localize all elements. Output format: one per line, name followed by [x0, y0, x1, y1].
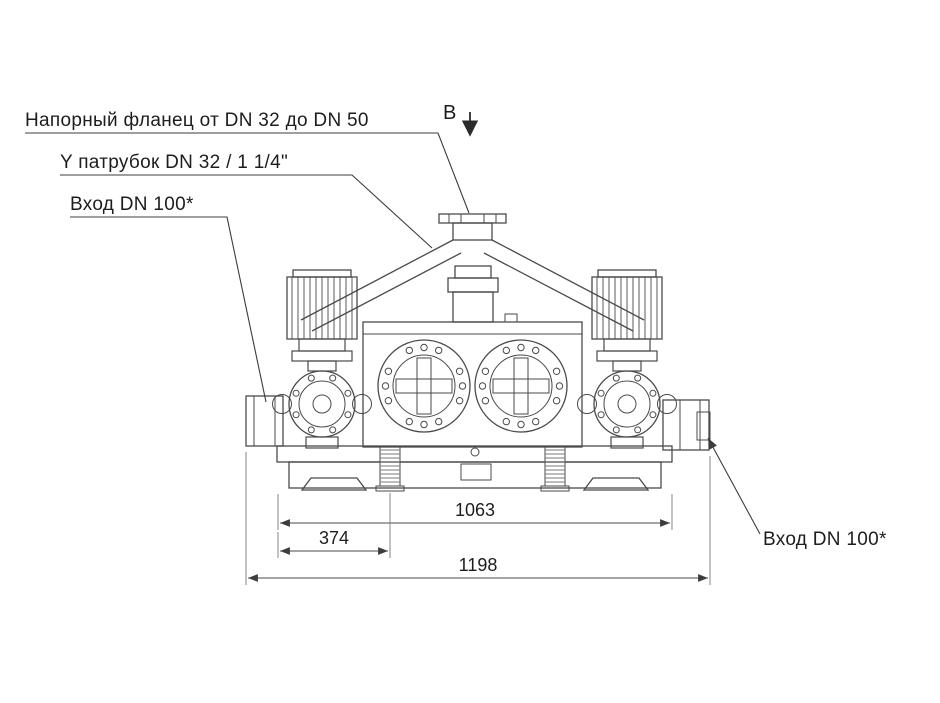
- connector-top: [454, 265, 492, 279]
- view-marker: В: [443, 102, 479, 137]
- base-lower: [288, 461, 662, 489]
- view-marker-letter: В: [443, 102, 456, 124]
- base-pad-right: [582, 477, 650, 491]
- discharge-flange: [438, 213, 507, 241]
- inlet-flange-right: [662, 399, 711, 451]
- inlet-right-stub: [696, 411, 711, 441]
- leader-inlet-left: [70, 216, 267, 403]
- base-center-bolt: [470, 447, 480, 457]
- inspection-port-right: [474, 339, 568, 433]
- threaded-foot-left-plate: [375, 485, 405, 492]
- base-center-box: [460, 463, 492, 481]
- connector-body: [452, 291, 494, 323]
- motor-pump-left: [271, 269, 373, 449]
- dimension-1063: 1063: [277, 494, 673, 530]
- inlet-left-face-lines: [253, 396, 276, 446]
- dimensions: 1063 374 1198: [245, 452, 711, 585]
- callout-inlet-left: Вход DN 100*: [70, 194, 267, 403]
- leader-discharge-flange: [25, 132, 470, 214]
- leader-y-branch: [60, 174, 433, 249]
- threaded-foot-left-hatch: [380, 449, 400, 483]
- y-pipe-right-inner: [483, 252, 634, 332]
- center-connector: [447, 265, 499, 323]
- leader-inlet-right: [707, 437, 761, 535]
- label-y-branch: Y патрубок DN 32 / 1 1/4": [60, 152, 288, 173]
- flange-neck: [452, 222, 493, 241]
- inlet-flange-left: [245, 395, 284, 447]
- tank-top-fitting: [504, 313, 518, 323]
- threaded-foot-right-hatch: [545, 449, 565, 483]
- callout-y-branch: Y патрубок DN 32 / 1 1/4": [60, 152, 433, 249]
- support-feet: [375, 445, 570, 492]
- y-pipe-left-inner: [311, 252, 462, 332]
- extension-lines-374: [277, 493, 391, 558]
- inlet-right-face-lines: [679, 400, 701, 450]
- extension-lines-1063: [277, 494, 673, 530]
- callout-discharge-flange: Напорный фланец от DN 32 до DN 50: [25, 110, 470, 214]
- threaded-foot-right-plate: [540, 485, 570, 492]
- inlet-right-box: [662, 399, 710, 451]
- dimension-374: 374: [277, 493, 391, 558]
- dimension-1198: 1198: [245, 452, 711, 585]
- connector-mid: [447, 277, 499, 293]
- base-frame: [276, 445, 673, 491]
- callouts: Напорный фланец от DN 32 до DN 50 Y патр…: [25, 110, 887, 550]
- label-inlet-left: Вход DN 100*: [70, 194, 194, 215]
- label-inlet-right: Вход DN 100*: [763, 529, 887, 550]
- y-pipe-left-outer: [300, 239, 454, 321]
- dim-value-total-width: 1198: [459, 555, 498, 575]
- flange-bolt-marks: [448, 214, 497, 223]
- y-pipe-right-outer: [491, 239, 645, 321]
- callout-inlet-right: Вход DN 100*: [707, 437, 887, 550]
- y-pipe: [300, 239, 645, 332]
- dim-value-inner-width: 1063: [455, 500, 495, 520]
- label-discharge-flange: Напорный фланец от DN 32 до DN 50: [25, 110, 369, 131]
- base-pad-left: [300, 477, 368, 491]
- inspection-port-left: [377, 339, 471, 433]
- extension-lines-1198: [245, 452, 711, 585]
- machine: [245, 213, 711, 492]
- motor-pump-right: [576, 269, 678, 449]
- inlet-left-box: [245, 395, 284, 447]
- dim-value-left-offset: 374: [319, 528, 349, 548]
